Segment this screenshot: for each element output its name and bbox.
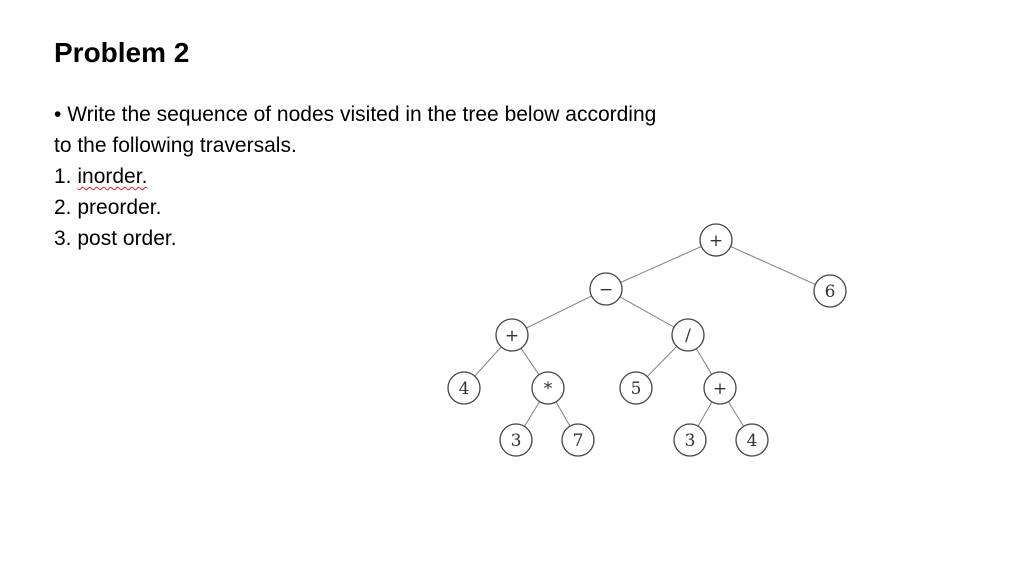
tree-node-circle [671,318,705,352]
tree-node-label: − [599,280,613,300]
tree-node-circle [735,423,769,457]
tree-node-seven: 7 [561,423,595,457]
tree-node-circle [531,371,565,405]
tree-node-four-left: 4 [447,371,481,405]
tree-node-circle [495,318,529,352]
tree-node-label: / [685,326,691,346]
tree-node-five: 5 [619,371,653,405]
list-number: 2. [54,196,72,219]
list-item-preorder: 2. preorder. [54,192,774,223]
tree-edge-times-three-left [523,401,541,427]
tree-node-label: * [544,379,553,399]
list-item-inorder: 1. inorder. [54,161,774,192]
tree-node-circle [813,274,847,308]
tree-node-plus-right: + [703,371,737,405]
bullet-icon: • [54,103,62,126]
tree-node-times: * [531,371,565,405]
tree-node-label: + [505,326,519,346]
tree-node-circle [447,371,481,405]
tree-node-label: 3 [511,431,522,451]
list-item-postorder: 3. post order. [54,223,774,254]
tree-node-circle [589,272,623,306]
tree-edge-root-minus [620,246,702,283]
tree-node-circle [703,371,737,405]
list-label: inorder. [77,165,148,188]
tree-node-three-left: 3 [499,423,533,457]
tree-node-circle [499,423,533,457]
tree-node-circle [673,423,707,457]
tree-node-three-right: 3 [673,423,707,457]
page-title: Problem 2 [54,37,190,68]
tree-node-label: 4 [747,431,758,451]
problem-text: • Write the sequence of nodes visited in… [54,99,774,254]
tree-edge-minus-plus-left [526,295,592,329]
tree-node-label: + [713,379,727,399]
tree-node-plus-left: + [495,318,529,352]
intro-line-1: Write the sequence of nodes visited in t… [67,103,657,126]
tree-node-circle [699,223,733,257]
tree-edge-plus-right-three-right [697,401,713,427]
tree-node-label: 3 [685,431,696,451]
tree-node-label: + [709,231,723,251]
intro-paragraph: • Write the sequence of nodes visited in… [54,99,774,130]
tree-node-label: 6 [825,282,836,302]
tree-edge-plus-right-four-right [727,401,745,427]
tree-node-six: 6 [813,274,847,308]
tree-edge-plus-left-four-left [474,346,502,377]
tree-edge-plus-left-times [520,347,540,376]
tree-node-label: 7 [573,431,584,451]
tree-node-divide: / [671,318,705,352]
tree-edge-times-seven [555,401,571,427]
tree-edge-root-six [730,246,816,285]
tree-node-circle [561,423,595,457]
tree-edge-divide-plus-right [695,348,713,375]
list-label: preorder. [77,196,162,219]
tree-node-label: 4 [459,379,470,399]
tree-node-four-right: 4 [735,423,769,457]
tree-node-minus: − [589,272,623,306]
tree-node-root: + [699,223,733,257]
tree-nodes: + − 6 + / 4 * 5 +3 7 3 4 [447,223,847,457]
tree-edge-minus-divide [619,296,675,328]
tree-node-label: 5 [631,379,642,399]
tree-edge-divide-five [646,346,678,377]
list-number: 1. [54,165,72,188]
list-label: post order. [77,227,177,250]
list-number: 3. [54,227,72,250]
tree-edges [474,246,816,427]
tree-node-circle [619,371,653,405]
intro-line-2: to the following traversals. [54,134,297,157]
